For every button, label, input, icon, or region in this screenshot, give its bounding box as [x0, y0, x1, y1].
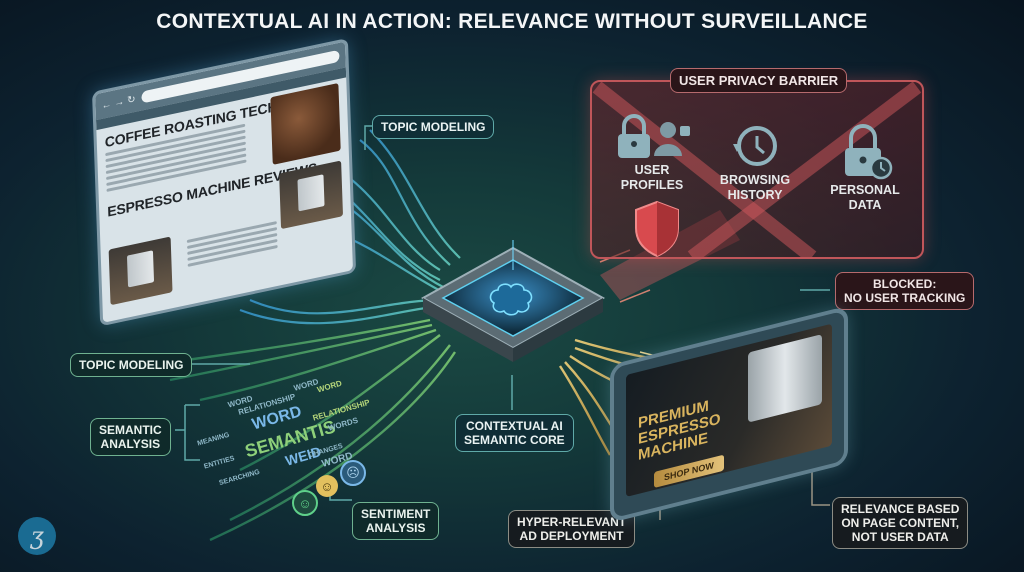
espresso-machine-image — [748, 334, 822, 423]
word-cloud-term: WORD — [316, 378, 343, 395]
privacy-item-label: BROWSING HISTORY — [719, 173, 791, 202]
happy-face-icon: ☺ — [292, 490, 318, 516]
sentiment-analysis-label: SENTIMENT ANALYSIS — [352, 502, 440, 541]
page-title: CONTEXTUAL AI IN ACTION: RELEVANCE WITHO… — [156, 10, 868, 33]
shield-icon — [635, 200, 679, 258]
semantic-analysis-label: SEMANTIC ANALYSIS — [90, 418, 171, 457]
word-cloud-term: MEANING — [196, 431, 231, 448]
privacy-item-label: PERSONAL DATA — [830, 183, 900, 212]
word-cloud-term: ENTITIES — [203, 455, 236, 471]
word-cloud-term: SEARCHING — [218, 468, 261, 488]
privacy-item-personal-data: PERSONAL DATA — [820, 122, 910, 212]
shop-now-button[interactable]: SHOP NOW — [654, 454, 724, 489]
privacy-item-label: USER PROFILES — [620, 163, 684, 192]
semantic-core-label: CONTEXTUAL AI SEMANTIC CORE — [455, 414, 574, 453]
user-privacy-barrier: USER PRIVACY BARRIER USER PROFILES BROWS… — [590, 68, 924, 259]
espresso-machine-image-2 — [279, 160, 344, 230]
coffee-beans-image — [270, 82, 341, 165]
relevance-note-label: RELEVANCE BASED ON PAGE CONTENT, NOT USE… — [832, 497, 969, 550]
article-text-lines-2 — [186, 218, 278, 270]
neutral-face-icon: ☺ — [316, 475, 338, 497]
brain-icon — [489, 283, 533, 316]
ai-chip-icon — [420, 240, 606, 362]
browser-nav-icons: ← → ↻ — [101, 93, 136, 112]
privacy-item-user-profiles: USER PROFILES — [612, 112, 692, 192]
brand-logo-icon: ʒ — [18, 517, 56, 555]
topic-modeling-label-left: TOPIC MODELING — [70, 353, 193, 378]
blocked-tracking-label: BLOCKED: NO USER TRACKING — [835, 272, 975, 311]
topic-modeling-label-top: TOPIC MODELING — [372, 115, 495, 140]
lock-user-icon — [618, 114, 690, 158]
contextual-ai-chip — [418, 240, 608, 362]
privacy-item-browsing-history: BROWSING HISTORY — [710, 122, 800, 202]
ad-headline: PREMIUM ESPRESSO MACHINE — [638, 397, 721, 464]
lock-clock-icon — [845, 124, 893, 180]
neutral-blue-face-icon: ☹ — [340, 460, 366, 486]
history-icon — [733, 126, 777, 166]
privacy-barrier-title: USER PRIVACY BARRIER — [670, 68, 848, 94]
espresso-machine-image — [108, 236, 173, 306]
